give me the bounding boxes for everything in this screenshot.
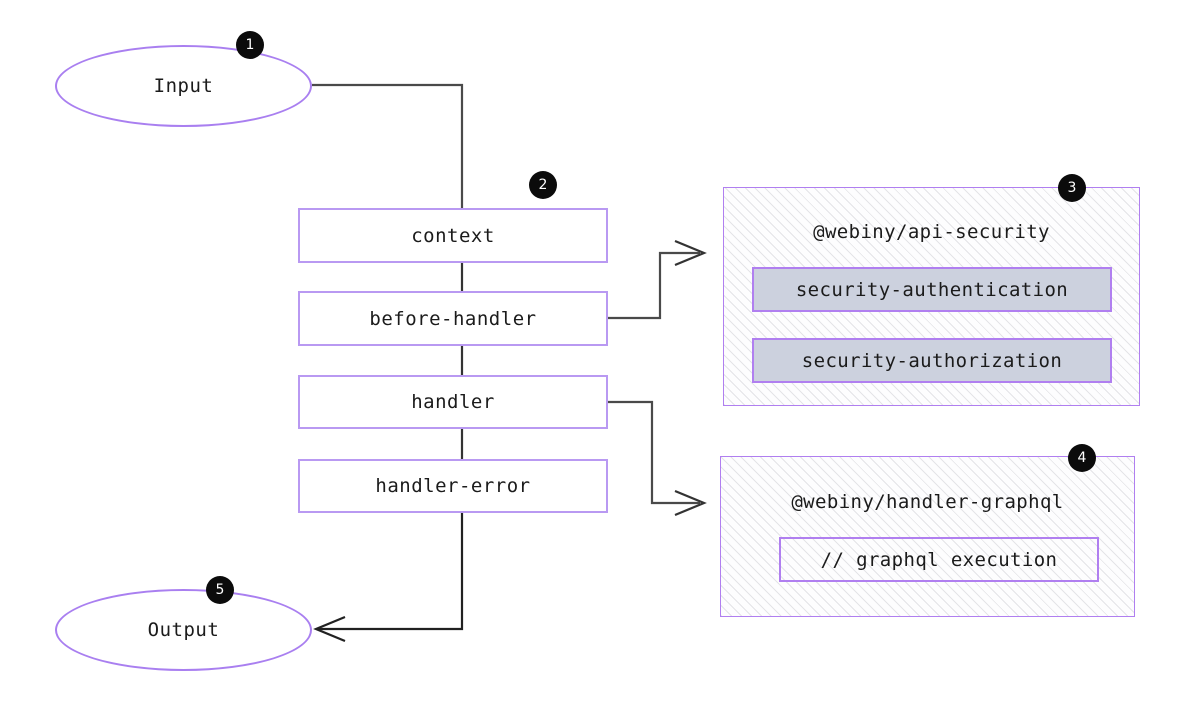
badge-5-output: 5 <box>206 576 234 604</box>
connector-handler-to-handler-graphql <box>608 400 700 505</box>
connector-before-handler-to-api-security <box>608 251 700 320</box>
panel-handler-graphql[interactable]: @webiny/handler-graphql // graphql execu… <box>720 456 1135 617</box>
node-before-handler[interactable]: before-handler <box>298 291 608 346</box>
node-output[interactable]: Output <box>55 589 312 671</box>
badge-2-lifecycle: 2 <box>529 171 557 199</box>
node-input[interactable]: Input <box>55 45 312 127</box>
node-input-label: Input <box>153 75 214 97</box>
arrowhead-output <box>313 615 346 643</box>
badge-1-input: 1 <box>236 31 264 59</box>
node-context[interactable]: context <box>298 208 608 263</box>
node-context-label: context <box>411 224 495 247</box>
badge-4-handler-graphql: 4 <box>1068 444 1096 472</box>
node-handler-label: handler <box>411 391 495 413</box>
connector-handler-error-to-output <box>318 512 464 631</box>
badge-5-label: 5 <box>215 582 225 598</box>
node-handler[interactable]: handler <box>298 375 608 429</box>
badge-1-label: 1 <box>245 37 255 53</box>
inner-box-security-authorization[interactable]: security-authorization <box>752 338 1112 383</box>
badge-3-label: 3 <box>1067 180 1077 196</box>
arrowhead-api-security <box>674 239 707 267</box>
inner-box-graphql-execution[interactable]: // graphql execution <box>779 537 1099 582</box>
node-before-handler-label: before-handler <box>369 307 537 330</box>
inner-box-security-authentication-label: security-authentication <box>795 278 1069 301</box>
panel-handler-graphql-title: @webiny/handler-graphql <box>791 491 1064 513</box>
inner-box-graphql-execution-label: // graphql execution <box>820 548 1058 571</box>
connector-input-to-context <box>312 83 464 208</box>
node-handler-error[interactable]: handler-error <box>298 459 608 513</box>
inner-box-security-authorization-label: security-authorization <box>801 349 1063 372</box>
badge-2-label: 2 <box>538 177 548 193</box>
inner-box-security-authentication[interactable]: security-authentication <box>752 267 1112 312</box>
badge-4-label: 4 <box>1077 450 1087 466</box>
panel-api-security-title: @webiny/api-security <box>813 221 1050 243</box>
badge-3-api-security: 3 <box>1058 174 1086 202</box>
panel-api-security[interactable]: @webiny/api-security security-authentica… <box>723 187 1140 406</box>
node-output-label: Output <box>147 619 220 641</box>
arrowhead-handler-graphql <box>674 489 707 517</box>
node-handler-error-label: handler-error <box>375 475 531 497</box>
